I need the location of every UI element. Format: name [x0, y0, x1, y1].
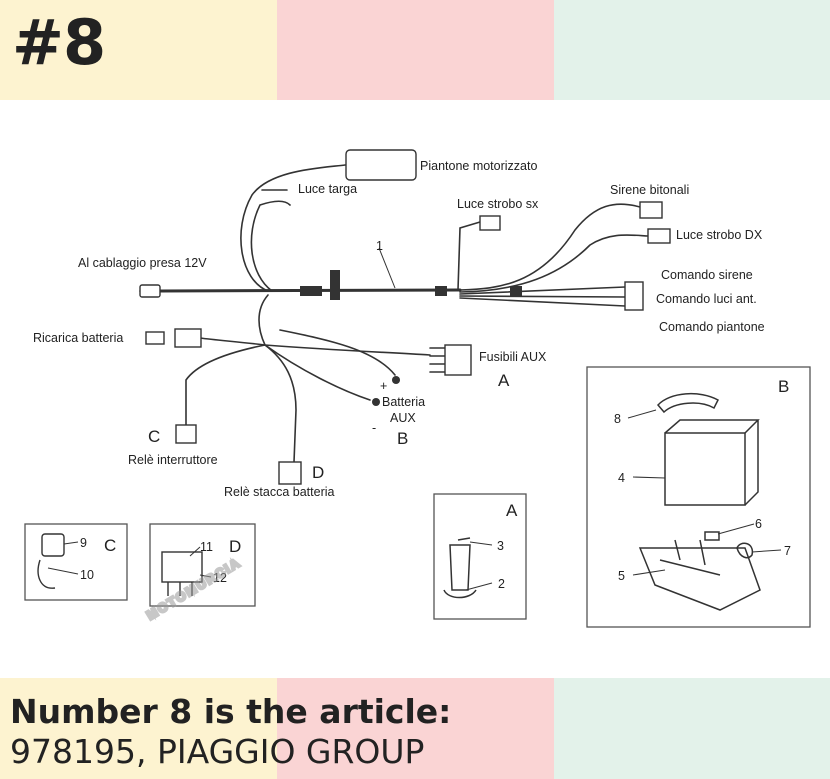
letter-b-box: B [778, 377, 789, 396]
label-fusibili-aux: Fusibili AUX [479, 350, 547, 364]
label-rele-interruttore: Relè interruttore [128, 453, 218, 467]
part-7: 7 [784, 544, 791, 558]
part-3: 3 [497, 539, 504, 553]
part-1: 1 [376, 239, 383, 253]
footer-band-mint [554, 678, 830, 779]
header-band-yellow [0, 0, 277, 100]
part-8: 8 [614, 412, 621, 426]
label-comando-sirene: Comando sirene [661, 268, 753, 282]
part-5: 5 [618, 569, 625, 583]
label-ricarica-batteria: Ricarica batteria [33, 331, 123, 345]
label-luce-targa: Luce targa [298, 182, 357, 196]
footer-band-yellow [0, 678, 277, 779]
part-12: 12 [213, 571, 227, 585]
letter-a-main: A [498, 371, 510, 390]
part-9: 9 [80, 536, 87, 550]
part-2: 2 [498, 577, 505, 591]
letter-a-box: A [506, 501, 518, 520]
label-rele-stacca-batteria: Relè stacca batteria [224, 485, 335, 499]
letter-d-main: D [312, 463, 324, 482]
part-4: 4 [618, 471, 625, 485]
label-plus: + [380, 379, 387, 393]
label-al-cablaggio: Al cablaggio presa 12V [78, 256, 207, 270]
part-11: 11 [200, 540, 213, 554]
label-piantone-motorizzato: Piantone motorizzato [420, 159, 537, 173]
watermark-logo: MOTOMURCIA [144, 555, 243, 622]
label-minus: - [372, 421, 376, 435]
footer-article-number: 978195, PIAGGIO GROUP [10, 732, 425, 771]
label-batteria: Batteria [382, 395, 425, 409]
label-luce-strobo-sx: Luce strobo sx [457, 197, 539, 211]
letter-d-box: D [229, 537, 241, 556]
header-band-pink [277, 0, 554, 100]
footer-article-heading: Number 8 is the article: [10, 692, 452, 731]
letter-b-main: B [397, 429, 408, 448]
label-comando-piantone: Comando piantone [659, 320, 765, 334]
letter-c-main: C [148, 427, 160, 446]
part-10: 10 [80, 568, 94, 582]
label-comando-luci-ant: Comando luci ant. [656, 292, 757, 306]
article-number: #8 [12, 6, 106, 79]
label-aux: AUX [390, 411, 416, 425]
letter-c-box: C [104, 536, 116, 555]
label-sirene-bitonali: Sirene bitonali [610, 183, 689, 197]
footer-band-pink [277, 678, 554, 779]
part-6: 6 [755, 517, 762, 531]
wiring-diagram: Piantone motorizzato Luce targa Luce str… [24, 149, 811, 628]
header-band-mint [554, 0, 830, 100]
label-luce-strobo-dx: Luce strobo DX [676, 228, 763, 242]
